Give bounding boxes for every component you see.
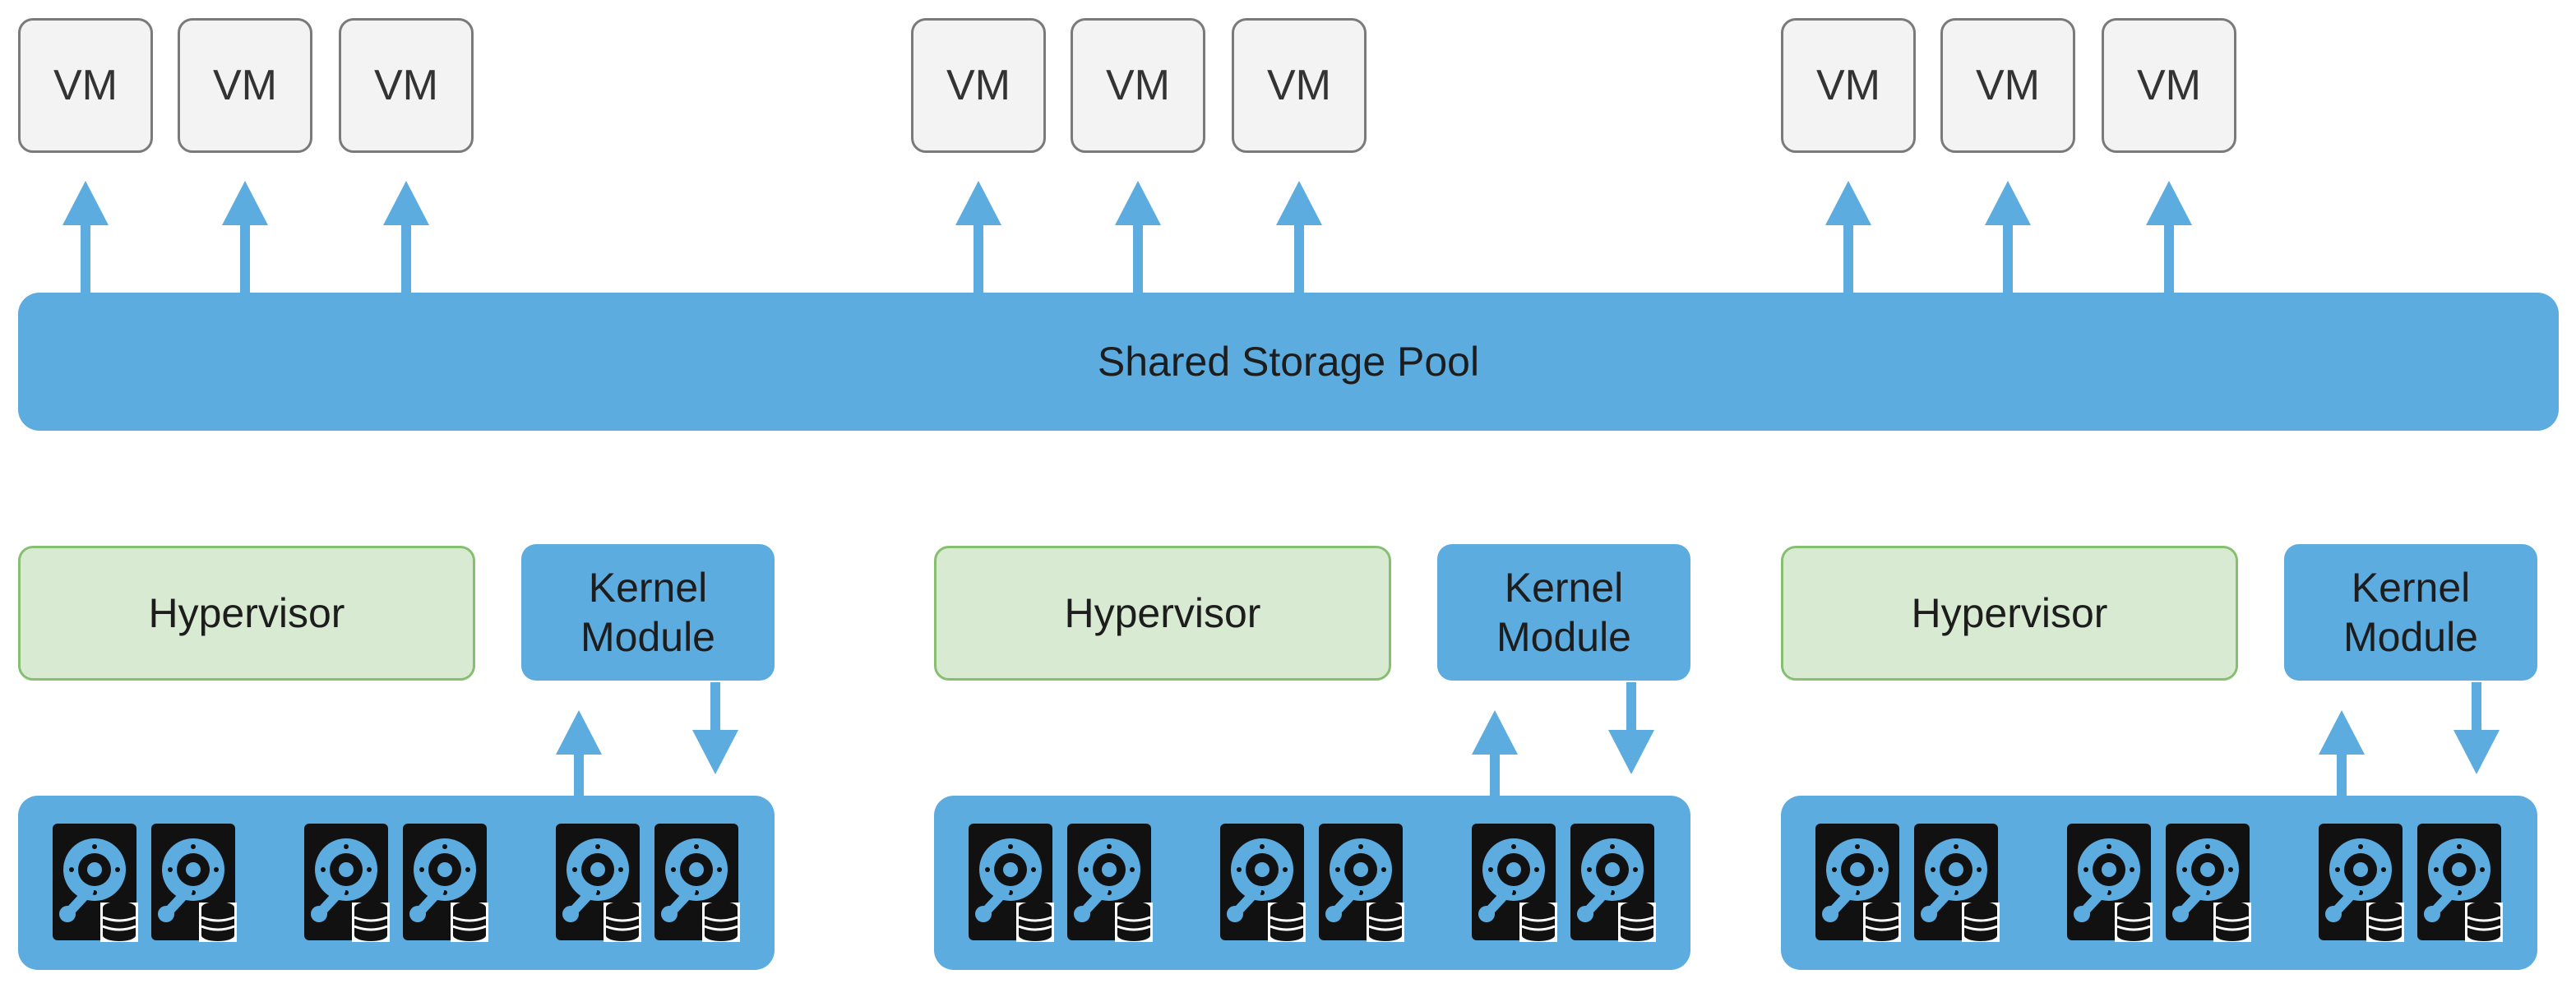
hard-drive-icon: [2166, 824, 2251, 942]
vm-box: VM: [339, 18, 474, 153]
hard-drive-icon: [1815, 824, 1901, 942]
hard-drive-icon: [654, 824, 740, 942]
vm-box: VM: [178, 18, 312, 153]
hard-drive-icon: [1067, 824, 1153, 942]
vm-label: VM: [2137, 62, 2201, 109]
kernel-module-box: Kernel Module: [2284, 544, 2537, 681]
hard-drive-icon: [403, 824, 488, 942]
arrow-up-icon: [1276, 181, 1322, 294]
hard-drive-icon: [1472, 824, 1557, 942]
kernel-module-label-line2: Module: [1496, 614, 1631, 660]
vm-box: VM: [1232, 18, 1367, 153]
hard-drive-icon: [2067, 824, 2153, 942]
kernel-module-label-line1: Kernel: [2351, 565, 2471, 611]
vm-label: VM: [53, 62, 118, 109]
vm-box: VM: [1781, 18, 1916, 153]
vm-label: VM: [213, 62, 277, 109]
kernel-module-label-line2: Module: [2343, 614, 2478, 660]
arrow-up-icon: [556, 710, 602, 796]
vm-label: VM: [374, 62, 438, 109]
vm-box: VM: [911, 18, 1046, 153]
arrow-down-icon: [2453, 682, 2500, 774]
shared-storage-pool-label: Shared Storage Pool: [1097, 339, 1480, 385]
kernel-module-label-line1: Kernel: [1504, 565, 1624, 611]
hypervisor-label: Hypervisor: [1064, 590, 1261, 636]
hard-drive-icon: [969, 824, 1054, 942]
arrow-up-icon: [955, 181, 1001, 294]
shared-storage-pool: Shared Storage Pool: [18, 293, 2559, 431]
kernel-module-box: Kernel Module: [521, 544, 775, 681]
arrow-up-icon: [1472, 710, 1518, 796]
hard-drive-icon: [556, 824, 641, 942]
arrow-up-icon: [222, 181, 268, 294]
vm-label: VM: [1976, 62, 2040, 109]
disk-tray: [18, 796, 775, 970]
vm-label: VM: [1267, 62, 1331, 109]
hard-drive-icon: [2417, 824, 2503, 942]
arrow-up-icon: [1825, 181, 1871, 294]
hard-drive-icon: [1319, 824, 1404, 942]
hard-drive-icon: [1570, 824, 1656, 942]
arrow-down-icon: [692, 682, 738, 774]
hypervisor-label: Hypervisor: [1911, 590, 2108, 636]
arrow-up-icon: [1115, 181, 1161, 294]
vm-label: VM: [1816, 62, 1880, 109]
hard-drive-icon: [1914, 824, 2000, 942]
hard-drive-icon: [53, 824, 138, 942]
hypervisor-label: Hypervisor: [148, 590, 345, 636]
hypervisor-box: Hypervisor: [1781, 546, 2238, 681]
vm-box: VM: [2102, 18, 2236, 153]
arrow-up-icon: [383, 181, 429, 294]
disk-tray: [1781, 796, 2537, 970]
arrow-up-icon: [2319, 710, 2365, 796]
arrow-up-icon: [1985, 181, 2031, 294]
vm-label: VM: [946, 62, 1011, 109]
vm-box: VM: [1071, 18, 1205, 153]
hard-drive-icon: [1220, 824, 1306, 942]
arrow-down-icon: [1608, 682, 1654, 774]
hypervisor-box: Hypervisor: [934, 546, 1391, 681]
hypervisor-box: Hypervisor: [18, 546, 475, 681]
kernel-module-label-line1: Kernel: [588, 565, 708, 611]
kernel-module-box: Kernel Module: [1437, 544, 1690, 681]
hard-drive-icon: [304, 824, 390, 942]
vm-label: VM: [1106, 62, 1170, 109]
arrow-up-icon: [2146, 181, 2192, 294]
disk-tray: [934, 796, 1690, 970]
hard-drive-icon: [151, 824, 237, 942]
vm-box: VM: [1940, 18, 2075, 153]
vm-box: VM: [18, 18, 153, 153]
arrow-up-icon: [62, 181, 109, 294]
kernel-module-label-line2: Module: [580, 614, 715, 660]
hard-drive-icon: [2319, 824, 2404, 942]
